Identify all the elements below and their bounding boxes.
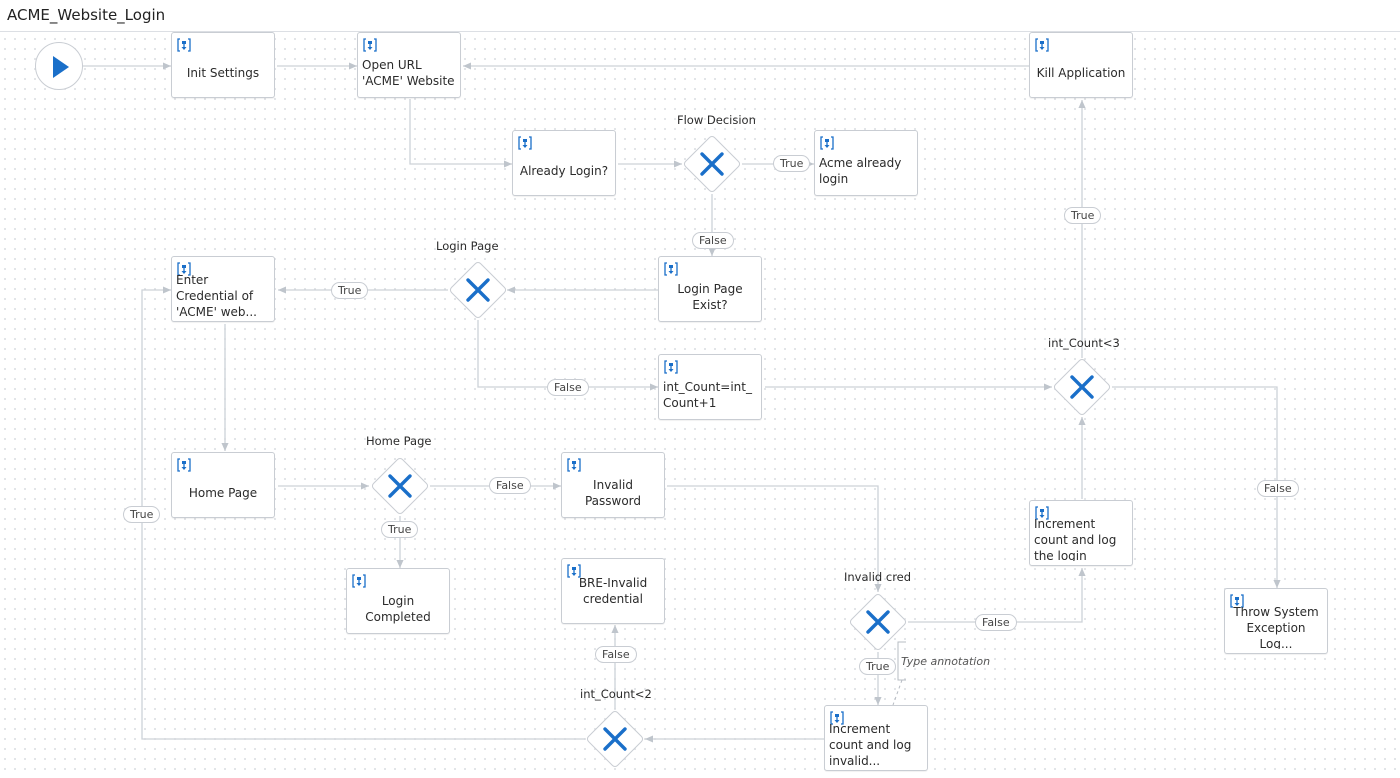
decision-x-icon [700,152,724,176]
activity-invalid-password[interactable]: Invalid Password [561,452,665,518]
flowchart-activity-icon [830,711,844,725]
decision-x-icon [1070,375,1094,399]
decision-x-icon [388,474,412,498]
flowchart-activity-icon [820,136,834,150]
edge-lt3-false [1112,386,1281,588]
start-node[interactable] [35,42,83,90]
activity-kill-application[interactable]: Kill Application [1029,32,1133,98]
flowchart-activity-icon [664,262,678,276]
activity-label: Open URL 'ACME' Website [362,58,455,88]
edge-label-false[interactable]: False [595,646,637,663]
edge-invalidcred-false [908,568,1086,623]
flowchart-activity-icon [177,458,191,472]
decision-x-icon [603,727,627,751]
flowchart-activity-icon [177,38,191,52]
decision-x-icon [866,610,890,634]
edge-label-true[interactable]: True [1064,207,1102,224]
activity-label: Login Completed [365,594,431,624]
flowchart-activity-icon [1035,506,1049,520]
activity-label: Increment count and log the login [1034,519,1117,561]
edge-label-true[interactable]: True [859,658,897,675]
edge-label-false[interactable]: False [1257,480,1299,497]
activity-enter-credential[interactable]: Enter Credential of 'ACME' web... [171,256,275,322]
decision-title: int_Count<2 [580,687,652,701]
edge-invalidpw-invalidcred [667,485,882,592]
play-icon [53,56,69,78]
activity-login-completed[interactable]: Login Completed [346,568,450,634]
flowchart-activity-icon [177,262,191,276]
decision-title: Home Page [366,434,432,448]
decision-title: Invalid cred [844,570,912,584]
activity-throw-system-exception[interactable]: Throw System Exception Log... [1224,588,1328,654]
window-title: ACME_Website_Login [7,6,166,24]
activity-label: Increment count and log invalid... [829,724,912,766]
activity-increment-count-login[interactable]: Increment count and log the login [1029,500,1133,566]
flowchart-activity-icon [363,38,377,52]
activity-increment-count-invalid[interactable]: Increment count and log invalid... [824,705,928,771]
activity-bre-invalid-credential[interactable]: BRE-Invalid credential [561,558,665,624]
edge-label-true[interactable]: True [123,506,161,523]
flowchart-activity-icon [1035,38,1049,52]
flowchart-activity-icon [1230,594,1244,608]
activity-label: Enter Credential of 'ACME' web... [176,275,257,317]
flowchart-activity-icon [352,574,366,588]
flowchart-activity-icon [567,458,581,472]
activity-home-page[interactable]: Home Page [171,452,275,518]
activity-label: BRE-Invalid credential [578,576,648,606]
activity-label: Home Page [188,486,258,500]
activity-label: Kill Application [1036,66,1126,80]
annotation-link [892,679,903,706]
decision-x-icon [466,278,490,302]
edge-label-true[interactable]: True [331,282,369,299]
edge-label-false[interactable]: False [489,477,531,494]
activity-label: Already Login? [519,164,609,178]
activity-label: Invalid Password [584,478,642,508]
activity-login-page-exist[interactable]: Login Page Exist? [658,256,762,322]
activity-already-login[interactable]: Already Login? [512,130,616,196]
activity-label: Login Page Exist? [677,282,743,312]
activity-acme-already-login[interactable]: Acme already login [814,130,918,196]
edge-label-true[interactable]: True [381,521,419,538]
activity-init-settings[interactable]: Init Settings [171,32,275,98]
edge-loginpage-false [477,320,658,391]
edge-label-true[interactable]: True [773,155,811,172]
flowchart-activity-icon [567,564,581,578]
edge-label-false[interactable]: False [975,614,1017,631]
decision-title: int_Count<3 [1048,336,1120,350]
decision-title: Flow Decision [677,113,756,127]
activity-open-url[interactable]: Open URL 'ACME' Website [357,32,461,98]
annotation-text[interactable]: Type annotation [901,655,991,668]
flowchart-activity-icon [664,360,678,374]
edge-label-false[interactable]: False [692,232,734,249]
activity-label: Init Settings [186,66,260,80]
edge-label-false[interactable]: False [547,379,589,396]
title-bar: ACME_Website_Login [0,0,1400,32]
edge-openurl-alreadylogin [409,99,512,168]
activity-label: int_Count=int_Count+1 [663,380,752,410]
activity-label: Acme already login [819,156,902,186]
activity-label: Throw System Exception Log... [1233,607,1319,649]
flowchart-activity-icon [518,136,532,150]
decision-title: Login Page [436,239,499,253]
activity-int-count-increment[interactable]: int_Count=int_Count+1 [658,354,762,420]
